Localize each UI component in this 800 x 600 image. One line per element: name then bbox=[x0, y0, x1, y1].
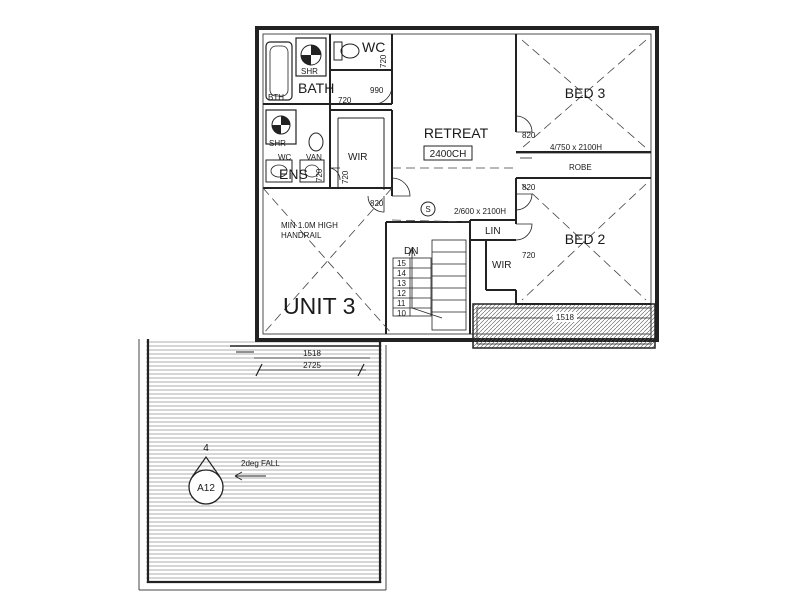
door-wc-size: 720 bbox=[379, 54, 388, 68]
deck-dimensions: 1518 2725 bbox=[254, 349, 370, 377]
toilet-ensuite bbox=[299, 132, 325, 183]
fall-note: 2deg FALL bbox=[241, 459, 280, 468]
door-swings bbox=[329, 85, 533, 241]
stair-step-13: 13 bbox=[397, 279, 406, 288]
door-bed3-size: 820 bbox=[522, 131, 536, 140]
room-bed-3: BED 3 bbox=[565, 85, 606, 101]
room-ensuite: ENS bbox=[279, 166, 308, 182]
stair-direction: DN bbox=[404, 246, 418, 257]
room-bath: BATH bbox=[298, 80, 334, 96]
smoke-detector-icon: S bbox=[420, 201, 436, 217]
room-robe: ROBE bbox=[569, 163, 592, 172]
ceiling-height-box bbox=[423, 145, 473, 161]
balcony-dimension: 1518 bbox=[556, 313, 574, 322]
shower-bath bbox=[295, 37, 327, 77]
vanity-sink bbox=[265, 159, 293, 183]
fixture-vanity: VAN bbox=[306, 153, 322, 162]
bathtub bbox=[265, 41, 293, 101]
door-robe-size: 4/750 x 2100H bbox=[550, 143, 602, 152]
door-linen-size: 2/600 x 2100H bbox=[454, 207, 506, 216]
stair-step-10: 10 bbox=[397, 309, 406, 318]
fixture-shower-bath: SHR bbox=[301, 67, 318, 76]
toilet-wc bbox=[333, 41, 360, 61]
fixture-wc-ensuite: WC bbox=[278, 153, 292, 162]
door-bath-size: 720 bbox=[338, 96, 352, 105]
stair-step-14: 14 bbox=[397, 269, 406, 278]
ceiling-height: 2400CH bbox=[430, 149, 467, 160]
door-wir-ensuite-size: 720 bbox=[341, 170, 350, 184]
door-bed2-size: 820 bbox=[522, 183, 536, 192]
handrail-note-line-1: MIN 1.0M HIGH bbox=[281, 221, 338, 230]
fixture-bathtub: BTH bbox=[268, 93, 284, 102]
room-wir-ensuite: WIR bbox=[348, 152, 367, 163]
section-sheet: A12 bbox=[197, 483, 215, 494]
smoke-detector-symbol: S bbox=[425, 205, 430, 214]
balcony: 1518 bbox=[472, 303, 656, 349]
deck-width-dimension: 1518 bbox=[303, 349, 321, 358]
section-number: 4 bbox=[203, 443, 209, 454]
door-wir-bed2-size: 720 bbox=[522, 251, 536, 260]
room-wir-bed2: WIR bbox=[492, 260, 511, 271]
handrail-note-line-2: HANDRAIL bbox=[281, 231, 322, 240]
door-bath2-size: 990 bbox=[370, 86, 384, 95]
fall-arrow: 2deg FALL bbox=[234, 459, 280, 481]
section-marker: 4 A12 bbox=[188, 443, 224, 505]
stair-step-15: 15 bbox=[397, 259, 406, 268]
fixture-shower-ensuite: SHR bbox=[269, 139, 286, 148]
door-ensuite-size: 720 bbox=[315, 168, 324, 182]
stair-step-numbers: 15 14 13 12 11 10 bbox=[397, 259, 406, 318]
staircase: 15 14 13 12 11 10 DN bbox=[392, 239, 467, 331]
stair-step-12: 12 bbox=[397, 289, 406, 298]
room-linen: LIN bbox=[485, 226, 501, 237]
door-retreat-size: 820 bbox=[370, 199, 384, 208]
shower-ensuite bbox=[265, 109, 297, 145]
deck-span-dimension: 2725 bbox=[303, 361, 321, 370]
unit-label: UNIT 3 bbox=[283, 293, 355, 319]
room-diagonals bbox=[262, 39, 647, 335]
stair-step-11: 11 bbox=[397, 299, 406, 308]
room-wc: WC bbox=[362, 39, 385, 55]
internal-walls bbox=[263, 34, 651, 334]
external-walls bbox=[255, 26, 659, 342]
room-bed-2: BED 2 bbox=[565, 231, 606, 247]
room-retreat: RETREAT bbox=[424, 125, 489, 141]
deck bbox=[138, 339, 387, 591]
